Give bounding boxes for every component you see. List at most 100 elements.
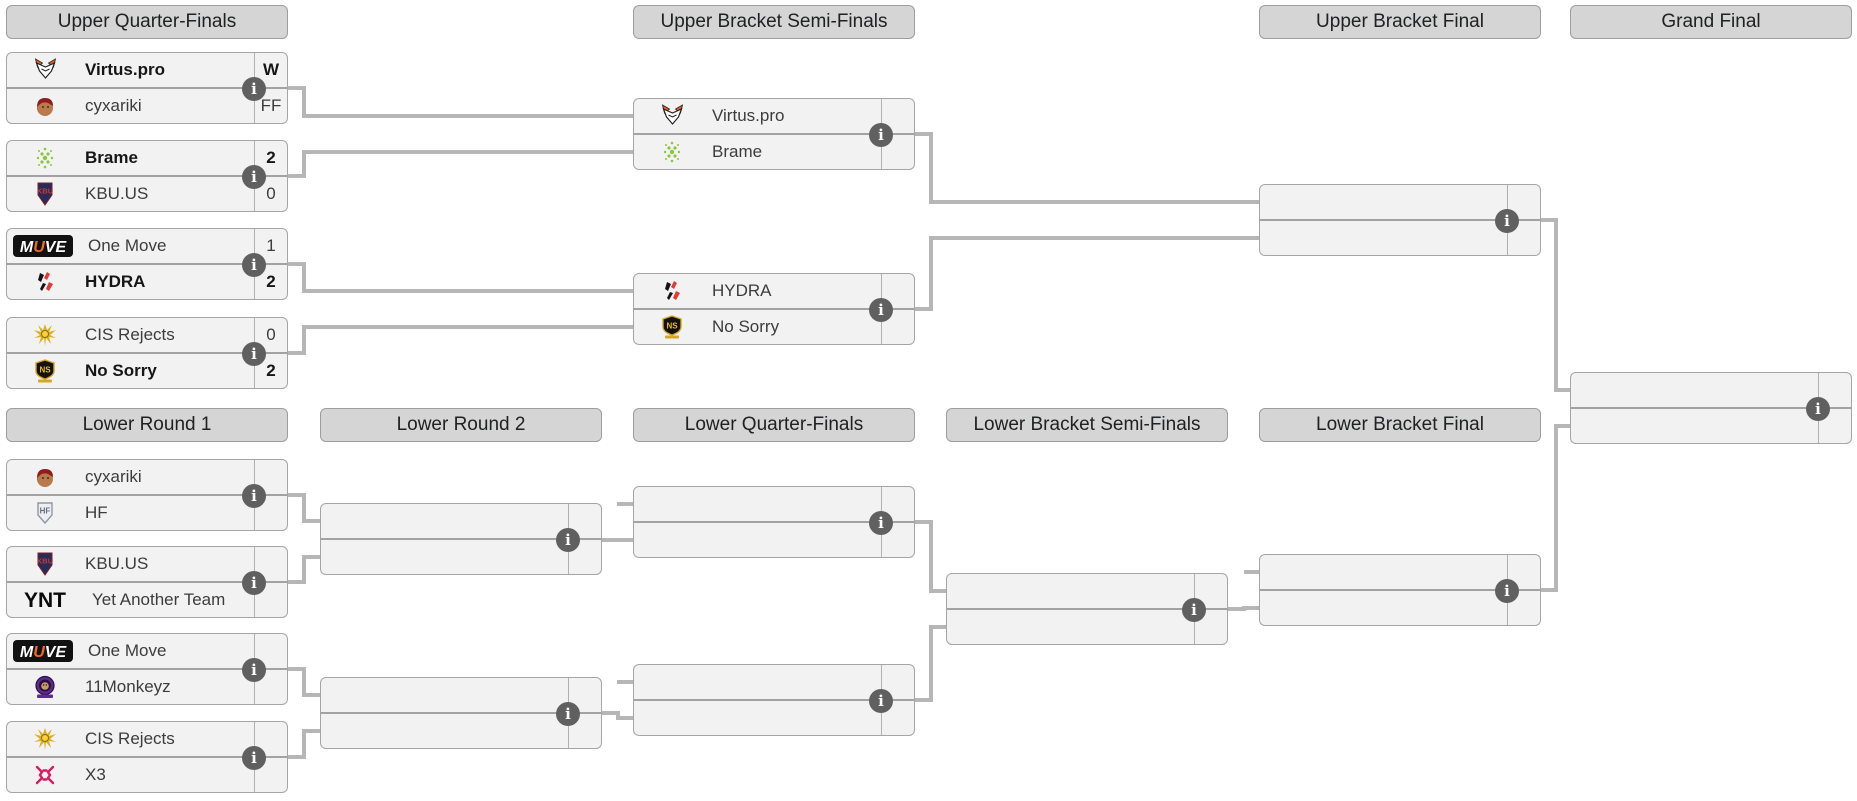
x3-logo — [20, 763, 70, 787]
info-icon[interactable]: i — [1182, 598, 1206, 622]
match-row-divider — [1260, 589, 1540, 591]
brame-logo — [647, 140, 697, 164]
round-header-label: Upper Bracket Semi-Finals — [660, 11, 888, 32]
info-icon[interactable]: i — [869, 689, 893, 713]
round-header-gf: Grand Final — [1570, 5, 1852, 39]
svg-text:KBU: KBU — [37, 557, 53, 566]
match-row-divider — [7, 175, 287, 177]
team-name: No Sorry — [85, 361, 157, 380]
info-icon[interactable]: i — [869, 511, 893, 535]
match-row-divider — [321, 712, 601, 714]
info-icon[interactable]: i — [242, 253, 266, 277]
info-icon[interactable]: i — [1495, 579, 1519, 603]
connector-line — [915, 236, 1259, 311]
round-header-lr2: Lower Round 2 — [320, 408, 602, 442]
info-icon[interactable]: i — [556, 702, 580, 726]
info-icon[interactable]: i — [1495, 209, 1519, 233]
team-row-bottom: NS No Sorry 2 — [7, 354, 287, 388]
round-header-ubf: Upper Bracket Final — [1259, 5, 1541, 39]
match-row-divider — [947, 608, 1227, 610]
connector-line — [288, 729, 320, 759]
svg-text:NS: NS — [666, 322, 678, 331]
team-score: 1 — [266, 236, 276, 255]
info-icon-glyph: i — [251, 167, 257, 186]
info-icon-glyph: i — [251, 573, 257, 592]
kbu-logo: KBU — [20, 552, 70, 576]
match-lr2b1: i — [320, 503, 602, 575]
match-row-divider — [7, 756, 287, 758]
connector-line — [288, 86, 633, 118]
team-row-top: cyxariki — [7, 460, 287, 494]
cis-rejects-logo — [20, 323, 70, 347]
info-icon[interactable]: i — [869, 123, 893, 147]
team-score: FF — [260, 96, 282, 115]
team-row-top: KBU KBU.US — [7, 547, 287, 581]
team-name: One Move — [88, 236, 167, 255]
team-score: 2 — [266, 361, 276, 380]
info-icon[interactable]: i — [556, 528, 580, 552]
team-name: Virtus.pro — [712, 106, 785, 125]
team-score: W — [262, 60, 280, 79]
match-row-divider — [634, 521, 914, 523]
cyxariki-avatar — [20, 94, 70, 118]
round-header-lqf: Lower Quarter-Finals — [633, 408, 915, 442]
team-row-bottom: 11Monkeyz — [7, 670, 287, 704]
info-icon[interactable]: i — [242, 77, 266, 101]
info-icon[interactable]: i — [869, 298, 893, 322]
match-row-divider — [321, 538, 601, 540]
round-header-usf: Upper Bracket Semi-Finals — [633, 5, 915, 39]
match-row-divider — [7, 87, 287, 89]
info-icon-glyph: i — [1815, 399, 1821, 418]
match-row-divider — [634, 133, 914, 135]
team-name: HYDRA — [712, 281, 772, 300]
round-header-lbf: Lower Bracket Final — [1259, 408, 1541, 442]
svg-text:NS: NS — [39, 366, 51, 375]
match-row-divider — [634, 308, 914, 310]
no-sorry-logo: NS — [647, 315, 697, 339]
team-name: CIS Rejects — [85, 729, 175, 748]
svg-text:MUVE: MUVE — [20, 644, 68, 661]
match-lbf: i — [1259, 554, 1541, 626]
team-name: HF — [85, 503, 108, 522]
info-icon[interactable]: i — [242, 571, 266, 595]
team-score: 2 — [266, 272, 276, 291]
info-icon[interactable]: i — [242, 658, 266, 682]
info-icon[interactable]: i — [242, 484, 266, 508]
connector-line — [602, 711, 633, 720]
info-icon-glyph: i — [1504, 581, 1510, 600]
team-score: 2 — [266, 148, 276, 167]
info-icon-glyph: i — [1504, 211, 1510, 230]
info-icon-glyph: i — [251, 748, 257, 767]
round-header-label: Lower Bracket Final — [1316, 414, 1484, 435]
team-score: 0 — [266, 184, 276, 203]
connector-line — [288, 150, 633, 178]
match-row-divider — [7, 668, 287, 670]
info-icon[interactable]: i — [242, 165, 266, 189]
connector-line — [288, 325, 633, 355]
match-row-divider — [634, 699, 914, 701]
info-icon[interactable]: i — [242, 342, 266, 366]
info-icon[interactable]: i — [242, 746, 266, 770]
info-icon[interactable]: i — [1806, 397, 1830, 421]
team-row-bottom: X3 — [7, 758, 287, 792]
team-name: cyxariki — [85, 467, 142, 486]
info-icon-glyph: i — [251, 486, 257, 505]
ynt-logo: YNT — [13, 588, 77, 612]
info-icon-glyph: i — [878, 125, 884, 144]
round-header-label: Lower Quarter-Finals — [684, 414, 864, 435]
team-row-top: HYDRA — [634, 274, 914, 308]
cyxariki-avatar — [20, 465, 70, 489]
connector-line — [915, 132, 1259, 204]
team-name: KBU.US — [85, 554, 149, 573]
svg-text:HF: HF — [40, 507, 51, 516]
